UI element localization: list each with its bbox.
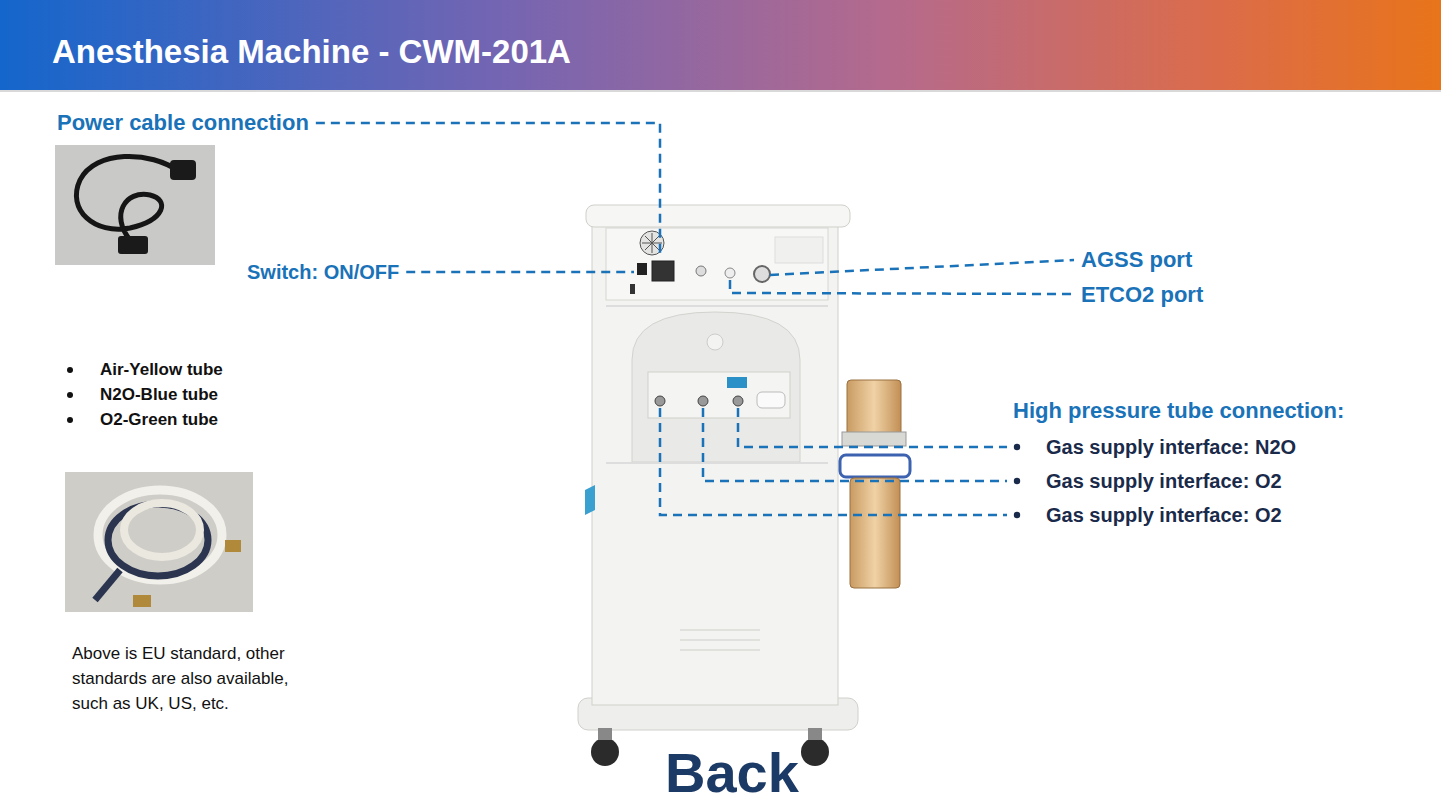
blue-hose [108,504,208,576]
callout-label: ETCO2 port [1081,282,1203,307]
agss-port [754,266,770,282]
leader-line [703,408,1007,481]
power-socket [652,261,674,281]
inlet-fitting [698,396,708,406]
bullet [67,367,73,373]
inlet-tag [757,392,785,408]
blue-hose [95,570,120,600]
rear-panel [606,228,828,300]
view-label: Back [665,741,799,805]
callout-label: Switch: ON/OFF [247,261,399,284]
callout-label: AGSS port [1081,247,1192,272]
inlet-fitting [655,396,665,406]
plug [170,160,196,180]
side-tag [585,485,595,515]
caster [801,738,829,766]
callout-label: Power cable connection [57,110,309,135]
fuse [630,284,635,294]
photo-ground [65,472,253,612]
leader-line [730,280,1074,294]
photo-ground [55,145,215,265]
inlet-tag [727,377,747,388]
bullet [67,392,73,398]
seam [606,305,828,307]
leader-line [406,271,634,274]
leader-line [770,260,1074,275]
bullet [1014,512,1020,518]
bullet [1014,478,1020,484]
caster-mount [808,728,822,740]
canister-band [840,455,910,477]
white-hose [98,490,222,580]
header-bar [0,0,1441,90]
list-item: N2O-Blue tube [100,385,218,405]
bullet [67,417,73,423]
hook [707,334,723,350]
header-rule [0,90,1441,92]
ground-post [696,266,706,276]
caster [591,738,619,766]
callout-heading: High pressure tube connection: [1013,398,1344,423]
cable [76,156,180,240]
callout-label: Gas supply interface: O2 [1046,470,1282,493]
leader-line [660,408,1007,515]
white-hose [124,503,200,557]
brass-fitting [133,595,151,607]
canister-clamp [842,432,906,446]
power-cable-photo [55,145,215,265]
label-plate [775,237,823,263]
anesthesia-machine [578,205,910,766]
rear-recess [632,312,800,462]
switch [637,263,647,275]
list-item: Air-Yellow tube [100,360,223,380]
vent [680,630,760,650]
top-cap [586,205,850,227]
note-text: Above is EU standard, other standards ar… [72,641,304,716]
leader-line [316,123,660,254]
seam [606,462,828,464]
gas-inlet-panel [648,372,790,418]
bullet [1014,444,1020,450]
callout-label: Gas supply interface: N2O [1046,436,1296,459]
brass-fitting [225,540,241,552]
canister-bottom [850,478,900,588]
connector [118,236,148,254]
body [592,220,838,705]
leader-line [738,408,1007,447]
list-item: O2-Green tube [100,410,218,430]
hose-photo [65,472,253,612]
callout-label: Gas supply interface: O2 [1046,504,1282,527]
bullets [67,367,1020,518]
page-title: Anesthesia Machine - CWM-201A [52,33,571,71]
inlet-fitting [733,396,743,406]
caster-mount [598,728,612,740]
etco2-port [725,268,735,278]
